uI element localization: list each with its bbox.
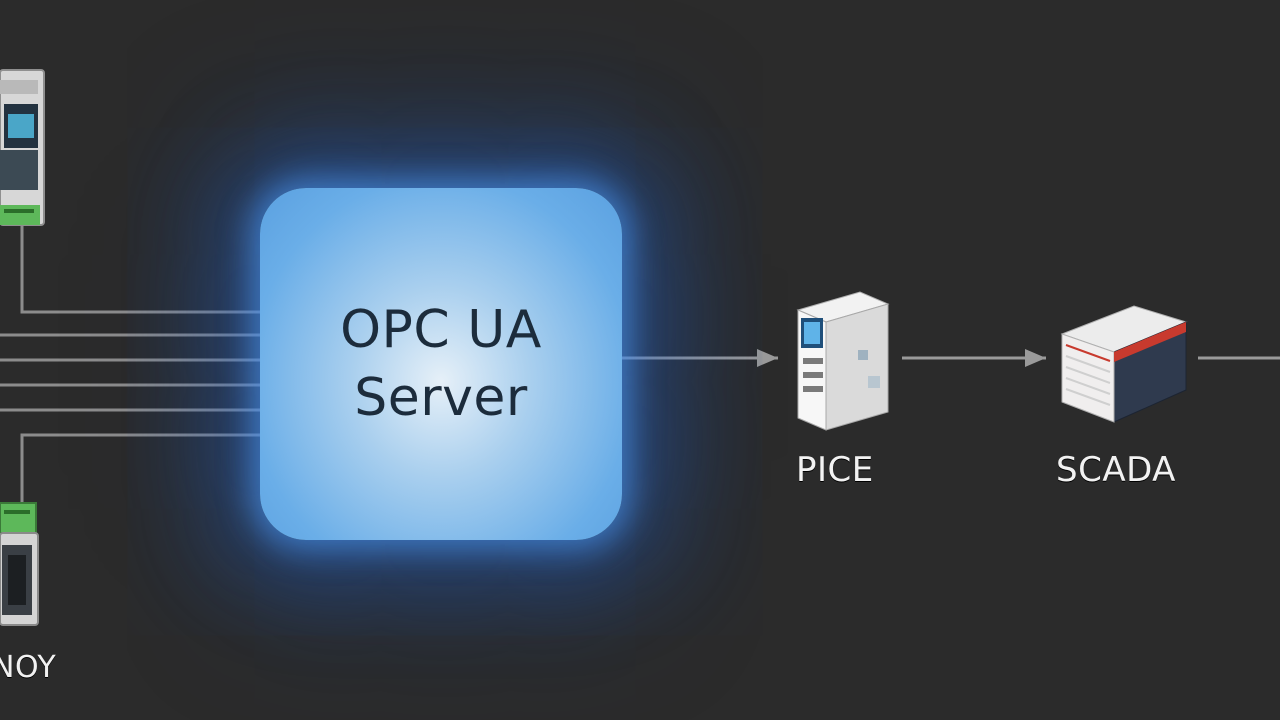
input-connectors	[0, 225, 262, 505]
connector-bottom-device	[20, 433, 262, 505]
server-tower-icon	[796, 291, 890, 431]
opc-ua-server-node[interactable]: OPC UA Server	[260, 188, 622, 540]
plc-label: PICE	[796, 450, 874, 490]
plc-module-icon	[0, 69, 45, 226]
plc-module-icon-bottom	[0, 502, 39, 626]
scada-label: SCADA	[1056, 450, 1176, 490]
server-title-line1: OPC UA	[340, 300, 542, 360]
server-title-line2: Server	[354, 368, 528, 428]
connector-top-device	[20, 225, 262, 314]
server-rack-icon	[1060, 305, 1188, 423]
left-device-label: NOY	[0, 650, 57, 685]
